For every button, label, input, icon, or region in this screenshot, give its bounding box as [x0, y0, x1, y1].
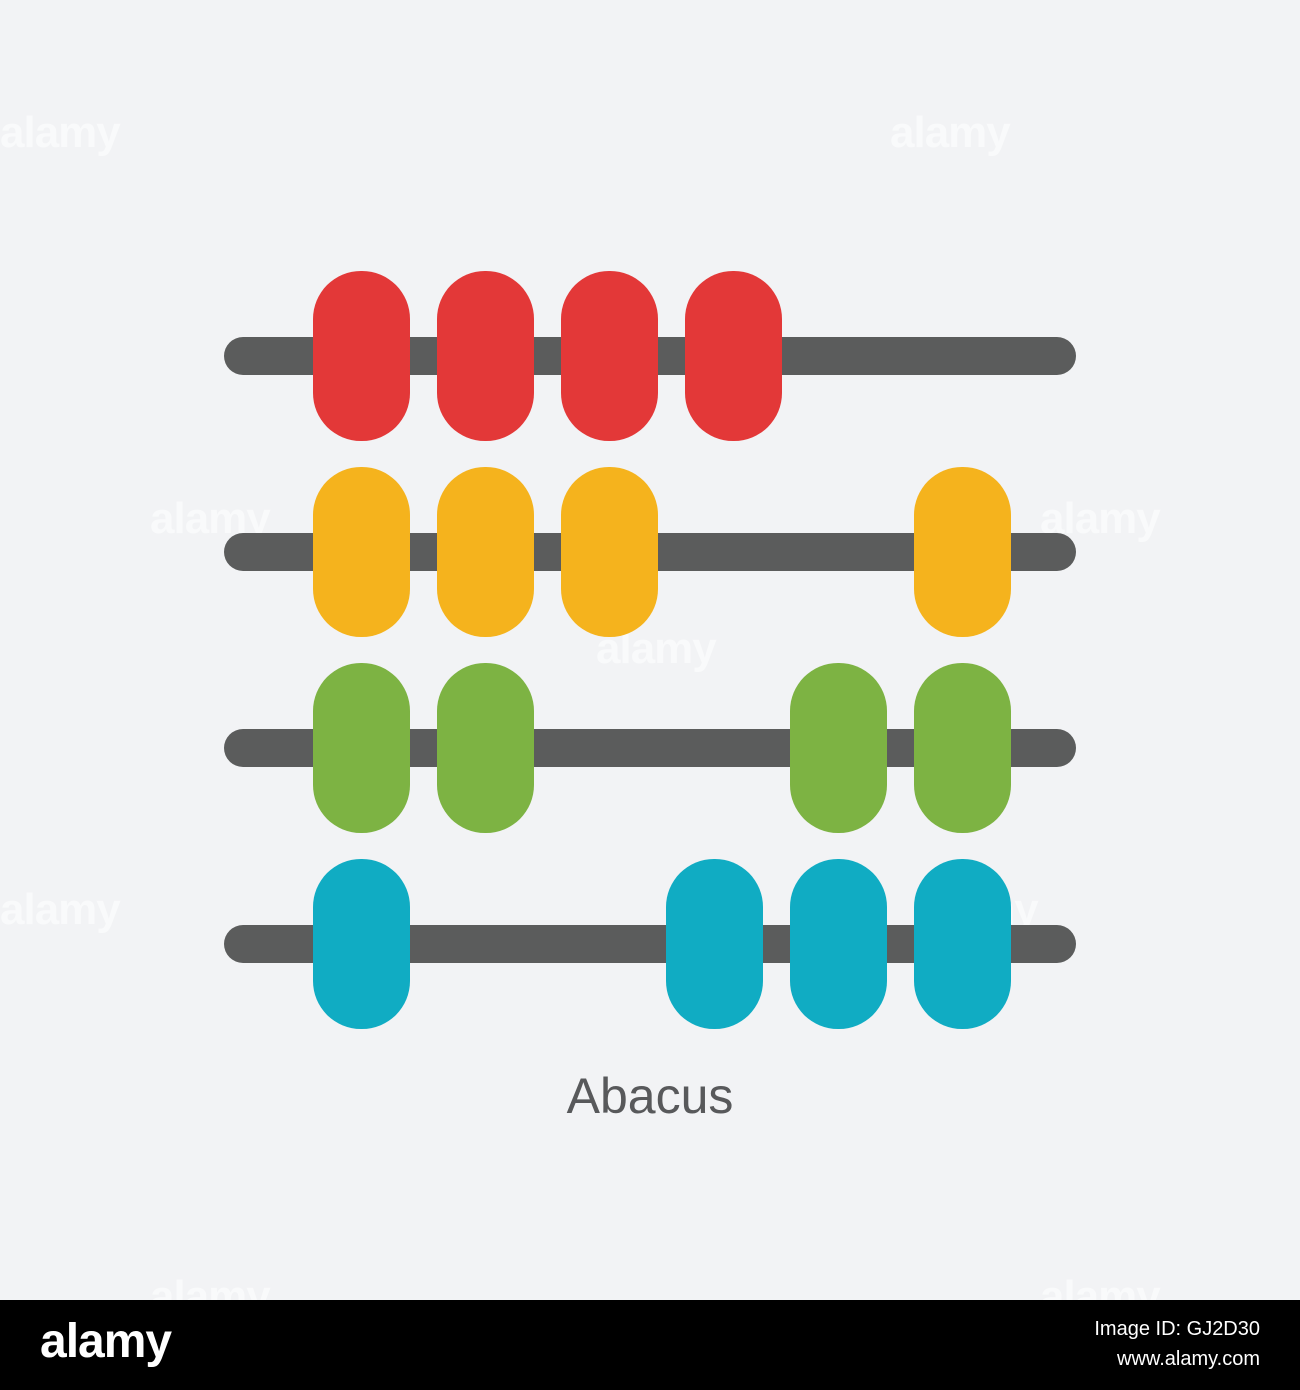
yellow-bead [914, 467, 1011, 637]
image-id-label: Image ID: GJ2D30 [1094, 1318, 1260, 1340]
green-bead [790, 663, 887, 833]
watermark-text: alamy [0, 108, 121, 157]
footer-bar: alamy Image ID: GJ2D30 www.alamy.com [0, 1300, 1300, 1390]
blue-bead [666, 859, 763, 1029]
red-bead [437, 271, 534, 441]
yellow-bead [313, 467, 410, 637]
alamy-logo: alamy [40, 1315, 172, 1368]
red-bead [313, 271, 410, 441]
watermark-text: alamy [890, 108, 1011, 157]
yellow-bead [561, 467, 658, 637]
blue-bead [790, 859, 887, 1029]
green-bead [313, 663, 410, 833]
blue-bead [313, 859, 410, 1029]
blue-bead [914, 859, 1011, 1029]
red-bead [561, 271, 658, 441]
watermark-text: alamy [0, 885, 121, 934]
red-bead [685, 271, 782, 441]
caption: Abacus [566, 1068, 734, 1124]
yellow-bead [437, 467, 534, 637]
green-bead [914, 663, 1011, 833]
image-info: Image ID: GJ2D30 www.alamy.com [1094, 1314, 1260, 1374]
green-bead [437, 663, 534, 833]
site-url: www.alamy.com [1117, 1348, 1260, 1370]
